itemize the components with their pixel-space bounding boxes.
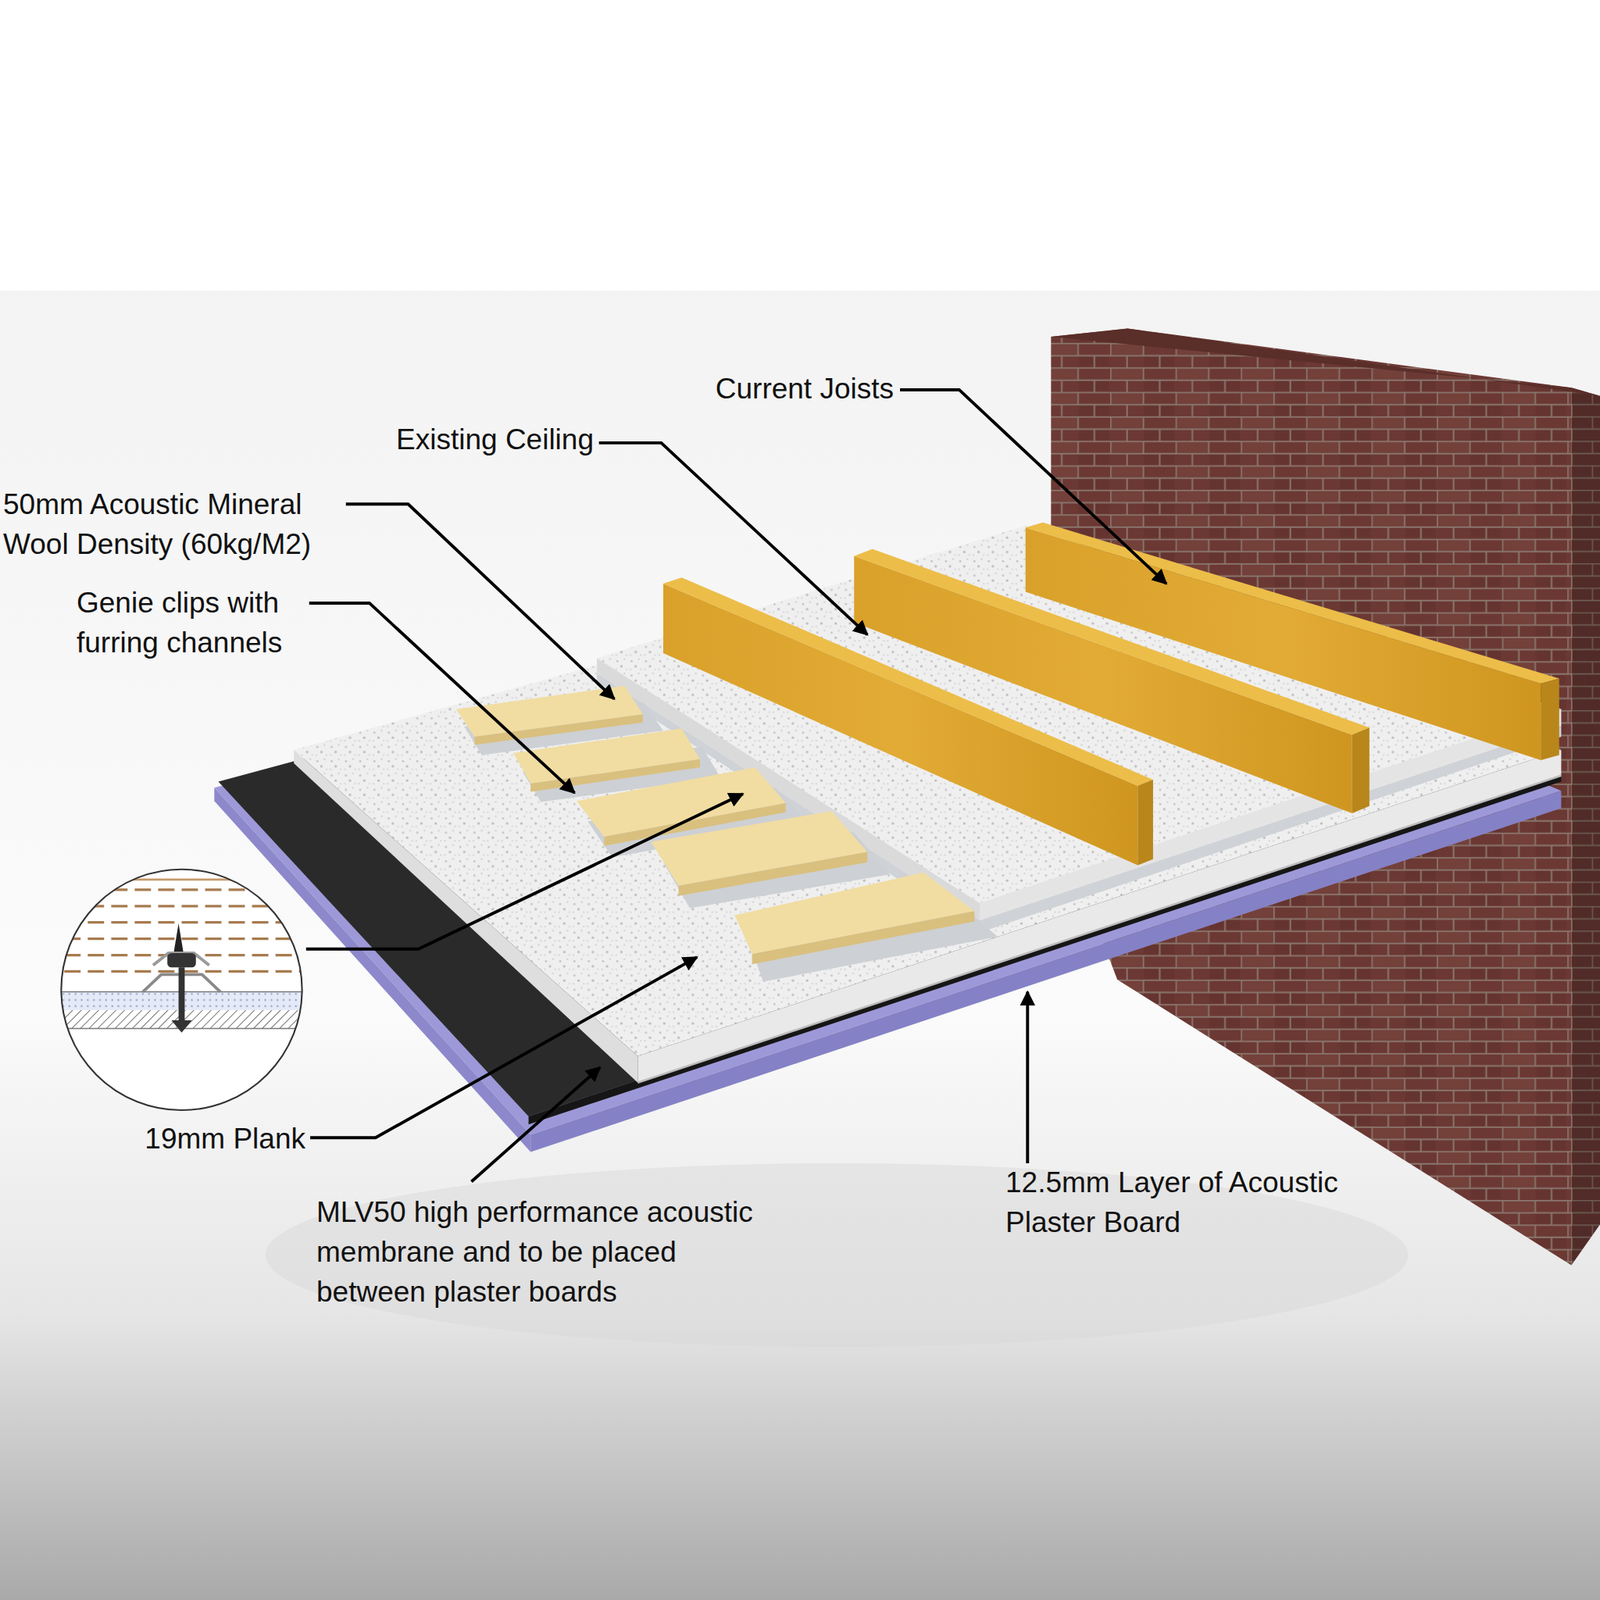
callout-label: 19mm Plank [60,1118,306,1159]
joist-grain [40,889,327,972]
leader-line [900,389,1167,584]
joist-grain [40,878,327,882]
callout-label: 12.5mm Layer of Acoustic Plaster Board [1005,1162,1350,1243]
detail-outline [60,869,302,1111]
screw-head [171,1020,192,1033]
shadow [265,1163,1409,1347]
joist-end [1540,678,1560,761]
background-top [0,0,1600,291]
callout-label: MLV50 high performance acoustic membrane… [316,1192,770,1312]
callout-label: Genie clips with furring channels [76,582,335,663]
leader-line [471,1067,600,1182]
leader-line [309,603,575,793]
leader-line [310,957,697,1138]
leader-line [1025,992,1029,1164]
leader-lines [306,389,1167,1183]
wall-cap [1050,328,1600,397]
joist-end [1137,779,1154,866]
detail-content [40,879,327,1033]
leader-line [346,503,615,699]
leader-line [306,793,743,950]
board-edge [678,852,868,897]
joist-end [1352,727,1370,814]
board-edge [752,910,975,965]
board-screw [178,967,186,1021]
callout-label: Current Joists [612,368,894,409]
clip-detail-circle [40,869,327,1111]
existing-ceiling-top [596,525,1561,904]
clip-rubber [167,953,197,968]
leader-line [599,442,868,636]
callout-label: 50mm Acoustic Mineral Wool Density (60kg… [3,484,363,565]
joist-top [1025,522,1560,684]
wall-side [1571,387,1600,1265]
joists [663,522,1560,866]
callout-label: Existing Ceiling [306,419,594,460]
clip-screw [173,923,184,954]
joist-side [1025,527,1542,761]
background-floor [0,290,1600,1600]
